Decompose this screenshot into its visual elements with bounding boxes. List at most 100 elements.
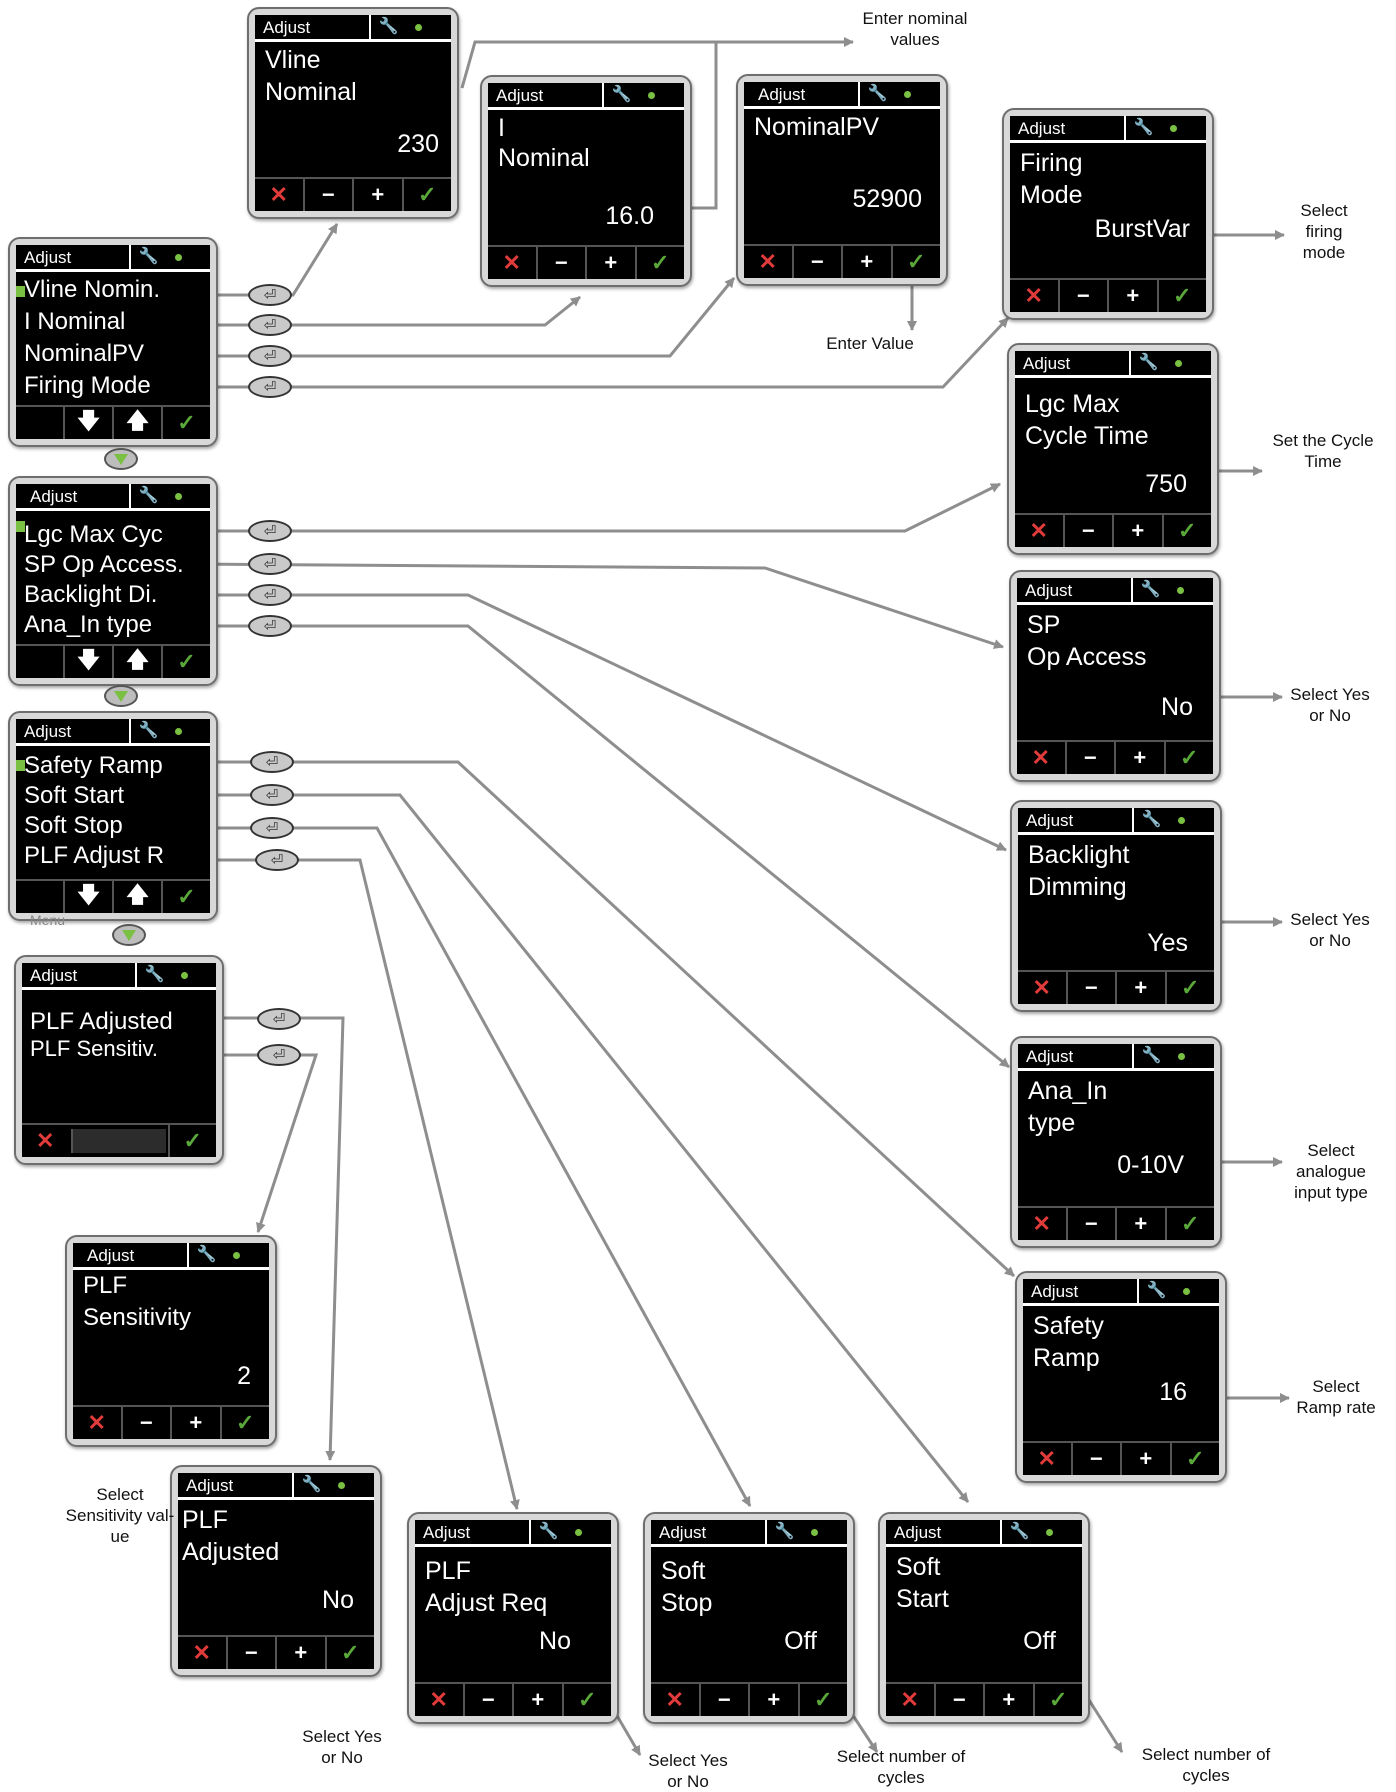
scroll-down-arrow-icon[interactable] [112,924,146,946]
minus-icon[interactable]: − [462,1684,513,1716]
cancel-icon[interactable]: ✕ [900,1687,919,1712]
enter-key-icon[interactable]: ⏎ [248,314,292,336]
plus-icon[interactable]: + [170,1407,220,1439]
menu-item[interactable]: PLF Sensitiv. [30,1036,158,1061]
scroll-down-arrow-icon[interactable] [104,685,138,707]
param-value[interactable]: BurstVar [1094,215,1190,243]
param-value[interactable]: 750 [1145,470,1187,498]
menu-item[interactable]: Safety Ramp [24,752,163,779]
minus-icon[interactable]: − [535,247,586,279]
down-arrow-icon[interactable]: 🡇 [63,407,112,439]
check-icon[interactable]: ✓ [797,1684,848,1716]
plus-icon[interactable]: + [748,1684,798,1716]
cancel-icon[interactable]: ✕ [1032,1211,1051,1236]
plus-icon[interactable]: + [841,246,891,278]
cancel-icon[interactable]: ✕ [36,1128,55,1153]
check-icon[interactable]: ✓ [167,1125,217,1157]
up-arrow-icon[interactable]: 🡅 [112,407,161,439]
minus-icon[interactable]: − [1062,515,1113,547]
menu-item[interactable]: SP Op Access. [24,551,184,578]
cancel-icon[interactable]: ✕ [665,1687,684,1712]
scroll-down-arrow-icon[interactable] [104,448,138,470]
check-icon[interactable]: ✓ [890,246,941,278]
minus-icon[interactable]: − [1064,742,1115,774]
cancel-icon[interactable]: ✕ [758,249,777,274]
enter-key-icon[interactable]: ⏎ [250,817,294,839]
param-value[interactable]: Yes [1147,929,1188,957]
minus-icon[interactable]: − [1065,1208,1116,1240]
up-arrow-icon[interactable]: 🡅 [112,881,161,913]
cancel-icon[interactable]: ✕ [1032,975,1051,1000]
up-arrow-icon[interactable]: 🡅 [112,646,161,678]
cancel-icon[interactable]: ✕ [1029,518,1048,543]
enter-key-icon[interactable]: ⏎ [248,615,292,637]
minus-icon[interactable]: − [698,1684,749,1716]
enter-key-icon[interactable]: ⏎ [257,1044,301,1066]
check-icon[interactable]: ✓ [1164,1208,1215,1240]
enter-key-icon[interactable]: ⏎ [248,284,292,306]
enter-key-icon[interactable]: ⏎ [248,553,292,575]
param-value[interactable]: 16 [1159,1378,1187,1406]
check-icon[interactable]: ✓ [634,247,685,279]
plus-icon[interactable]: + [1115,972,1165,1004]
check-icon[interactable]: ✓ [161,407,210,439]
menu-item[interactable]: Vline Nomin. [24,276,161,303]
minus-icon[interactable]: − [120,1407,171,1439]
plus-icon[interactable]: + [1120,1443,1170,1475]
plus-icon[interactable]: + [275,1637,325,1669]
param-value[interactable]: 52900 [852,185,922,213]
menu-item[interactable]: PLF Adjust R [24,842,165,869]
plus-icon[interactable]: + [1112,515,1162,547]
menu-item[interactable]: PLF Adjusted [30,1008,173,1035]
param-value[interactable]: Off [784,1627,817,1655]
param-value[interactable]: 230 [397,130,439,158]
plus-icon[interactable]: + [1107,280,1157,312]
cancel-icon[interactable]: ✕ [502,250,521,275]
minus-icon[interactable]: − [302,179,353,211]
plus-icon[interactable]: + [512,1684,562,1716]
param-value[interactable]: 0-10V [1117,1151,1184,1179]
check-icon[interactable]: ✓ [1169,1443,1220,1475]
param-value[interactable]: No [322,1586,354,1614]
check-icon[interactable]: ✓ [1156,280,1207,312]
menu-item[interactable]: I Nominal [24,308,126,335]
param-value[interactable]: 16.0 [605,202,654,230]
menu-item[interactable]: Ana_In type [24,611,153,638]
enter-key-icon[interactable]: ⏎ [255,849,299,871]
enter-key-icon[interactable]: ⏎ [250,784,294,806]
param-value[interactable]: Off [1023,1627,1056,1655]
plus-icon[interactable]: + [585,247,635,279]
cancel-icon[interactable]: ✕ [192,1640,211,1665]
check-icon[interactable]: ✓ [401,179,452,211]
minus-icon[interactable]: − [791,246,842,278]
plus-icon[interactable]: + [352,179,402,211]
enter-key-icon[interactable]: ⏎ [250,751,294,773]
down-arrow-icon[interactable]: 🡇 [63,646,112,678]
menu-item[interactable]: Soft Start [24,782,125,809]
down-arrow-icon[interactable]: 🡇 [63,881,112,913]
check-icon[interactable]: ✓ [161,881,210,913]
enter-key-icon[interactable]: ⏎ [257,1008,301,1030]
check-icon[interactable]: ✓ [324,1637,375,1669]
plus-icon[interactable]: + [983,1684,1033,1716]
check-icon[interactable]: ✓ [561,1684,612,1716]
plus-icon[interactable]: + [1114,742,1164,774]
enter-key-icon[interactable]: ⏎ [248,376,292,398]
cancel-icon[interactable]: ✕ [1024,283,1043,308]
check-icon[interactable]: ✓ [219,1407,270,1439]
minus-icon[interactable]: − [933,1684,984,1716]
check-icon[interactable]: ✓ [1163,742,1214,774]
param-value[interactable]: No [1161,693,1193,721]
param-value[interactable]: No [539,1627,571,1655]
enter-key-icon[interactable]: ⏎ [248,520,292,542]
menu-item[interactable]: Firing Mode [24,372,151,399]
minus-icon[interactable]: − [1070,1443,1121,1475]
menu-item[interactable]: Backlight Di. [24,581,158,608]
check-icon[interactable]: ✓ [1164,972,1215,1004]
plus-icon[interactable]: + [1115,1208,1165,1240]
cancel-icon[interactable]: ✕ [87,1410,106,1435]
menu-item[interactable]: Lgc Max Cyc [24,521,163,548]
menu-item[interactable]: Soft Stop [24,812,123,839]
enter-key-icon[interactable]: ⏎ [248,345,292,367]
cancel-icon[interactable]: ✕ [1031,745,1050,770]
